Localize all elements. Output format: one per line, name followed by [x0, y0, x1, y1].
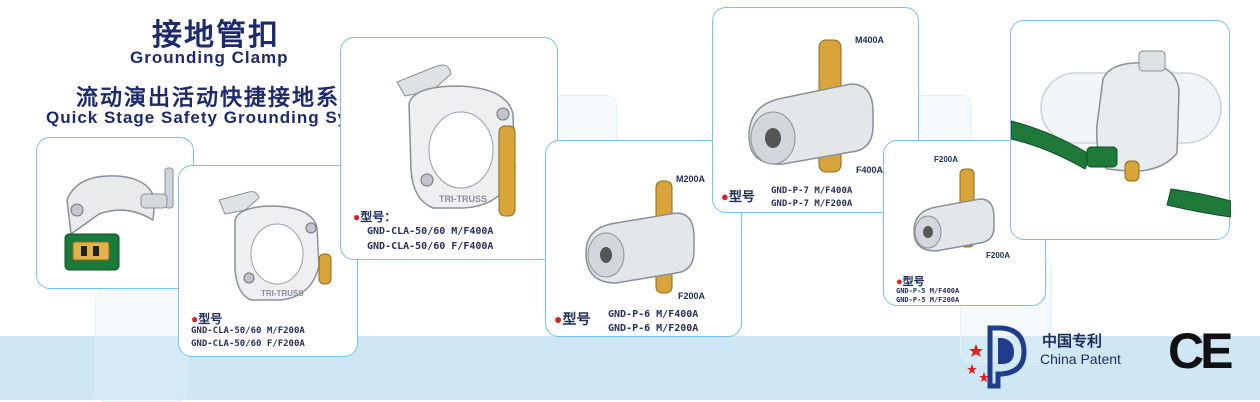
- product-card-p6: M200A F200A ●型号 GND-P-6 M/F400A GND-P-6 …: [545, 140, 742, 337]
- model-line: GND-CLA-50/60 M/F400A: [367, 226, 494, 237]
- title-en: Grounding Clamp: [130, 48, 289, 67]
- model-line: GND-P-7 M/F400A: [771, 186, 853, 196]
- model-line: GND-P-7 M/F200A: [771, 199, 853, 209]
- bullet-icon: ●: [353, 210, 361, 224]
- bullet-icon: ●: [721, 189, 729, 204]
- patent-en: China Patent: [1040, 351, 1121, 367]
- background-panel: [95, 290, 187, 402]
- product-card-clamp-connector: [36, 137, 194, 289]
- installed-clamp-image: [1011, 50, 1231, 218]
- product-card-cla-f400: TRI-TRUSS ●型号： GND-CLA-50/60 M/F400A GND…: [340, 37, 558, 260]
- p5-connector-image: [913, 168, 995, 252]
- bullet-icon: ●: [191, 312, 199, 326]
- model-label: ●型号: [554, 311, 591, 327]
- top-tag: M200A: [676, 174, 706, 184]
- model-label: ●型号: [191, 312, 223, 326]
- model-line: GND-P-5 M/F400A: [896, 287, 960, 295]
- top-tag: F200A: [934, 155, 959, 164]
- china-patent-logo-icon: [967, 325, 1027, 389]
- p6-connector-image: [585, 180, 695, 294]
- model-line: GND-P-6 M/F400A: [608, 309, 699, 320]
- ce-mark-icon: CE: [1168, 323, 1233, 379]
- model-label: ●型号：: [353, 210, 397, 224]
- product-card-p7: M400A F400A ●型号 GND-P-7 M/F400A GND-P-7 …: [712, 7, 919, 213]
- model-label: ●型号: [721, 189, 755, 204]
- model-label: ●型号: [896, 276, 925, 288]
- title-cn: 接地管扣: [152, 19, 280, 52]
- clamp-f200-image: TRI-TRUSS: [218, 191, 332, 301]
- bullet-icon: ●: [554, 311, 563, 327]
- patent-cn: 中国专利: [1042, 333, 1103, 350]
- model-line: GND-P-6 M/F200A: [608, 323, 699, 334]
- subtitle-en: Quick Stage Safety Grounding System.: [46, 108, 398, 127]
- model-line: GND-CLA-50/60 F/F400A: [367, 241, 494, 252]
- bottom-tag: F400A: [856, 165, 884, 175]
- top-tag: M400A: [855, 35, 885, 45]
- bottom-tag: F200A: [986, 251, 1011, 260]
- svg-text:TRI-TRUSS: TRI-TRUSS: [439, 194, 487, 204]
- bullet-icon: ●: [896, 276, 903, 288]
- clamp-connector-image: [64, 167, 174, 271]
- subtitle-cn: 流动演出活动快捷接地系统: [76, 85, 365, 110]
- p7-connector-image: [748, 39, 874, 173]
- bottom-tag: F200A: [678, 291, 706, 301]
- product-card-cla-f200: TRI-TRUSS ●型号 GND-CLA-50/60 M/F200A GND-…: [178, 165, 358, 357]
- svg-text:TRI-TRUSS: TRI-TRUSS: [261, 289, 304, 298]
- product-card-installed: [1010, 20, 1231, 240]
- model-line: GND-P-5 M/F200A: [896, 296, 960, 304]
- model-line: GND-CLA-50/60 F/F200A: [191, 339, 305, 349]
- clamp-f400-image: TRI-TRUSS: [396, 64, 516, 217]
- model-line: GND-CLA-50/60 M/F200A: [191, 326, 305, 336]
